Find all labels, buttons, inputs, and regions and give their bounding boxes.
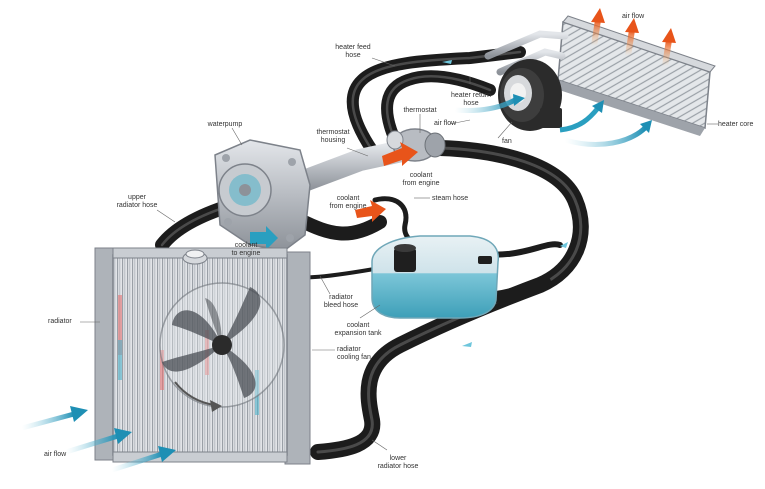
label-thermostat-housing: thermostat housing	[316, 129, 350, 144]
label-air-flow-bottom: air flow	[44, 451, 67, 458]
heater-fan	[498, 59, 562, 131]
label-fan: fan	[502, 138, 512, 145]
heater-core	[484, 15, 716, 136]
coolant-expansion-tank	[371, 235, 500, 319]
label-air-flow-fan: air flow	[434, 120, 457, 127]
label-waterpump: waterpump	[207, 121, 243, 128]
leader-lines	[80, 57, 718, 451]
air-flow-hot-arrows	[591, 8, 676, 67]
air-flow-bottom-arrows	[21, 406, 176, 473]
label-coolant-to-engine: coolant to engine	[231, 242, 261, 257]
label-heater-core: heater core	[718, 121, 754, 128]
coolant-arrows-hot	[355, 142, 418, 222]
radiator-cooling-fan	[159, 282, 285, 412]
label-radiator-bleed-hose: radiator bleed hose	[323, 294, 359, 309]
label-thermostat: thermostat	[403, 107, 437, 114]
waterpump	[214, 139, 311, 251]
hose-flow-arrows	[442, 60, 568, 347]
label-air-flow-top: air flow	[622, 13, 645, 20]
air-flow-cold-arrows	[454, 94, 652, 147]
label-heater-feed-hose: heater feed hose	[335, 44, 371, 59]
label-coolant-from-engine-1: coolant from engine	[402, 172, 440, 187]
coolant-to-engine-arrow	[250, 226, 278, 250]
label-heater-return-hose: heater return hose	[450, 92, 492, 107]
label-coolant-from-engine-2: coolant from engine	[329, 195, 367, 210]
label-radiator-cooling-fan: radiator cooling fan	[337, 346, 371, 361]
label-coolant-expansion-tank: coolant expansion tank	[334, 322, 382, 337]
label-upper-radiator-hose: upper radiator hose	[116, 194, 158, 209]
label-radiator: radiator	[48, 318, 72, 325]
label-lower-radiator-hose: lower radiator hose	[377, 455, 419, 470]
label-steam-hose: steam hose	[432, 195, 469, 202]
